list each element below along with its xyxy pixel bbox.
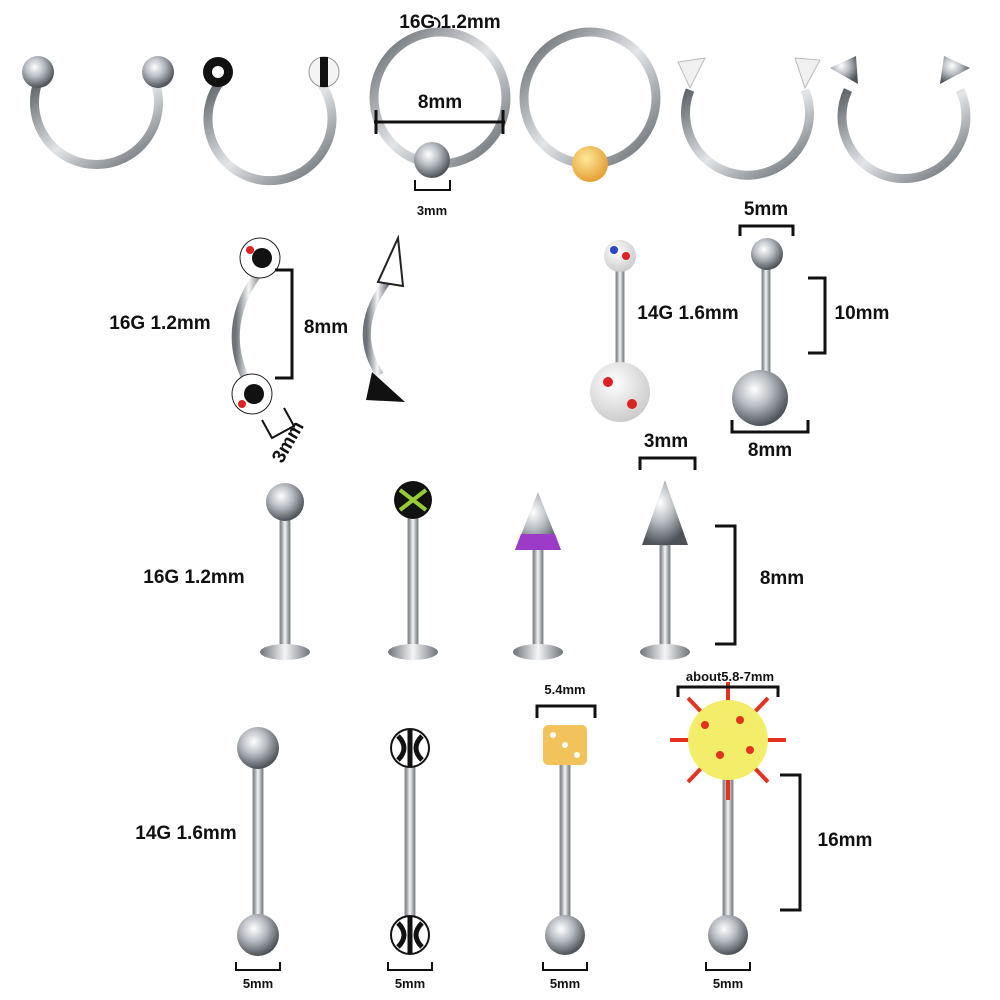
- barbell-gauge-label: 14G 1.6mm: [135, 823, 236, 844]
- spiky-ball-size-label: about5.8-7mm: [686, 669, 774, 684]
- barbell-dice: [535, 704, 597, 955]
- labret-purple-spike: [513, 492, 563, 660]
- captive-bead-ring-measured: [369, 17, 511, 191]
- navel-top-ball-label: 5mm: [744, 199, 788, 220]
- barbell-length-label: 16mm: [818, 830, 873, 851]
- ball-size-brackets: [235, 962, 751, 971]
- barbell-spiky-ball: [670, 682, 802, 955]
- ball-size-label: 5mm: [713, 976, 743, 991]
- ring-ball-label: 3mm: [417, 203, 447, 218]
- barbell-striped: [390, 728, 430, 955]
- labret-acrylic-ball: [388, 481, 438, 660]
- ring-diameter-label: 8mm: [418, 92, 462, 113]
- horseshoe-silver-spikes: [830, 56, 971, 184]
- horseshoe-silver-balls: [22, 56, 174, 169]
- ring-gauge-label: 16G 1.2mm: [399, 12, 500, 33]
- navel-gauge-label: 14G 1.6mm: [637, 303, 738, 324]
- navel-length-label: 10mm: [835, 303, 890, 324]
- ball-size-label: 5mm: [243, 976, 273, 991]
- dice-size-label: 5.4mm: [544, 682, 585, 697]
- horseshoe-clear-spikes: [677, 57, 821, 180]
- curved-barbell-spikes: [362, 234, 405, 402]
- navel-ring-silver: [730, 224, 827, 434]
- ball-size-label: 5mm: [550, 976, 580, 991]
- labret-silver-ball: [260, 483, 310, 660]
- ball-size-label: 5mm: [395, 976, 425, 991]
- barbell-silver: [237, 727, 279, 956]
- curved-length-label: 8mm: [304, 317, 348, 338]
- navel-bottom-ball-label: 8mm: [748, 440, 792, 461]
- captive-bead-ring-yellow: [519, 27, 661, 182]
- curved-barbell-eyeballs: [231, 237, 296, 440]
- labret-silver-spike: [638, 456, 737, 660]
- navel-ring-hearts: [590, 240, 650, 422]
- labret-length-label: 8mm: [760, 568, 804, 589]
- labret-gauge-label: 16G 1.2mm: [143, 567, 244, 588]
- spike-width-label: 3mm: [644, 431, 688, 452]
- curved-ball-label: 3mm: [268, 418, 308, 467]
- horseshoe-acrylic-balls: [203, 56, 340, 186]
- curved-gauge-label: 16G 1.2mm: [109, 313, 210, 334]
